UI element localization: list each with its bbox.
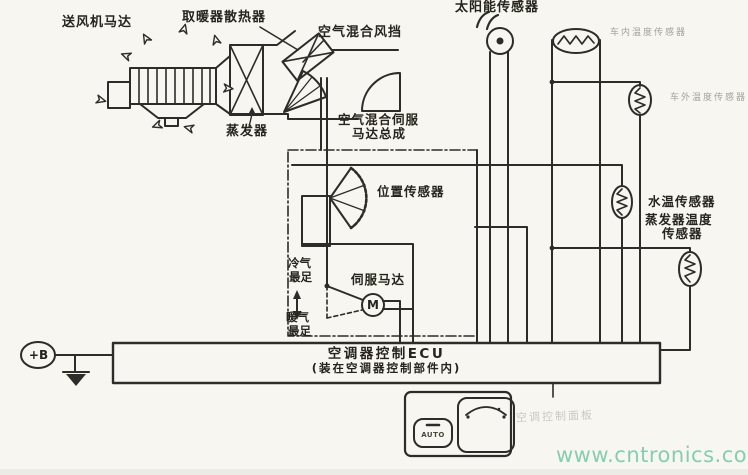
in-car-temp-sensor-symbol xyxy=(552,28,600,54)
label-heater-core: 取暖器散热器 xyxy=(182,10,267,25)
airflow-arrows xyxy=(95,23,234,134)
evap-temp-resistor-icon xyxy=(678,251,702,287)
ecu-box xyxy=(111,341,662,385)
ground-icon xyxy=(62,354,90,386)
air-mix-damper-shape xyxy=(283,39,327,113)
label-cold-max-2: 最足 xyxy=(289,270,312,284)
label-air-mix-servo-1: 空气混合伺服 xyxy=(338,112,420,127)
damper-linkage xyxy=(320,77,364,319)
motor-m-symbol: M xyxy=(367,298,379,312)
label-air-mix-servo-2: 马达总成 xyxy=(352,126,407,141)
label-water-temp-sensor: 水温传感器 xyxy=(648,194,716,209)
label-evap-temp-sensor-1: 蒸发器温度 xyxy=(645,212,713,227)
label-solar-sensor: 太阳能传感器 xyxy=(455,0,540,15)
label-outside-temp-sensor: 车外温度传感器 xyxy=(670,93,748,103)
auto-button-shape xyxy=(413,418,453,448)
label-cold-max-1: 冷气 xyxy=(288,256,311,270)
outside-temp-resistor-icon xyxy=(628,84,652,116)
battery-terminal-symbol xyxy=(20,341,114,369)
label-evap-temp-sensor-2: 传感器 xyxy=(662,226,703,241)
label-control-panel: 空调控制面板 xyxy=(515,408,595,425)
air-door-shape xyxy=(361,72,401,112)
servo-motor-symbol xyxy=(361,293,385,317)
label-warm-max-1: 暖气 xyxy=(286,310,309,324)
auto-button-label: AUTO xyxy=(421,431,445,439)
duct-outline xyxy=(215,30,399,120)
label-warm-max-2: 最足 xyxy=(288,324,311,338)
servo-assembly-box xyxy=(287,149,478,337)
watermark-text: www.cntronics.com xyxy=(556,443,748,467)
label-ecu-title: 空调器控制ECU xyxy=(327,346,446,362)
heater-core-leader xyxy=(259,26,299,51)
label-in-car-temp-sensor: 车内温度传感器 xyxy=(610,28,688,38)
water-temp-resistor-icon xyxy=(611,185,633,219)
battery-terminal-label: +B xyxy=(28,348,49,362)
label-evaporator: 蒸发器 xyxy=(226,124,269,139)
control-panel-drawing xyxy=(403,390,515,458)
position-sensor-shape xyxy=(301,166,368,247)
solar-sensor-symbol xyxy=(475,10,514,55)
label-air-mix-damper: 空气混合风挡 xyxy=(318,25,403,40)
wires xyxy=(291,39,691,398)
evaporator-box xyxy=(229,44,264,128)
cold-warm-arrow xyxy=(293,290,301,320)
dial-shape xyxy=(457,397,515,453)
label-ecu-subtitle: (装在空调器控制部件内) xyxy=(311,361,462,375)
bottom-edge-strip xyxy=(0,469,748,475)
label-position-sensor: 位置传感器 xyxy=(377,184,445,199)
label-servo-motor: 伺服马达 xyxy=(351,272,406,287)
blower-motor-drawing xyxy=(107,67,217,127)
label-blower-motor: 送风机马达 xyxy=(62,15,133,30)
